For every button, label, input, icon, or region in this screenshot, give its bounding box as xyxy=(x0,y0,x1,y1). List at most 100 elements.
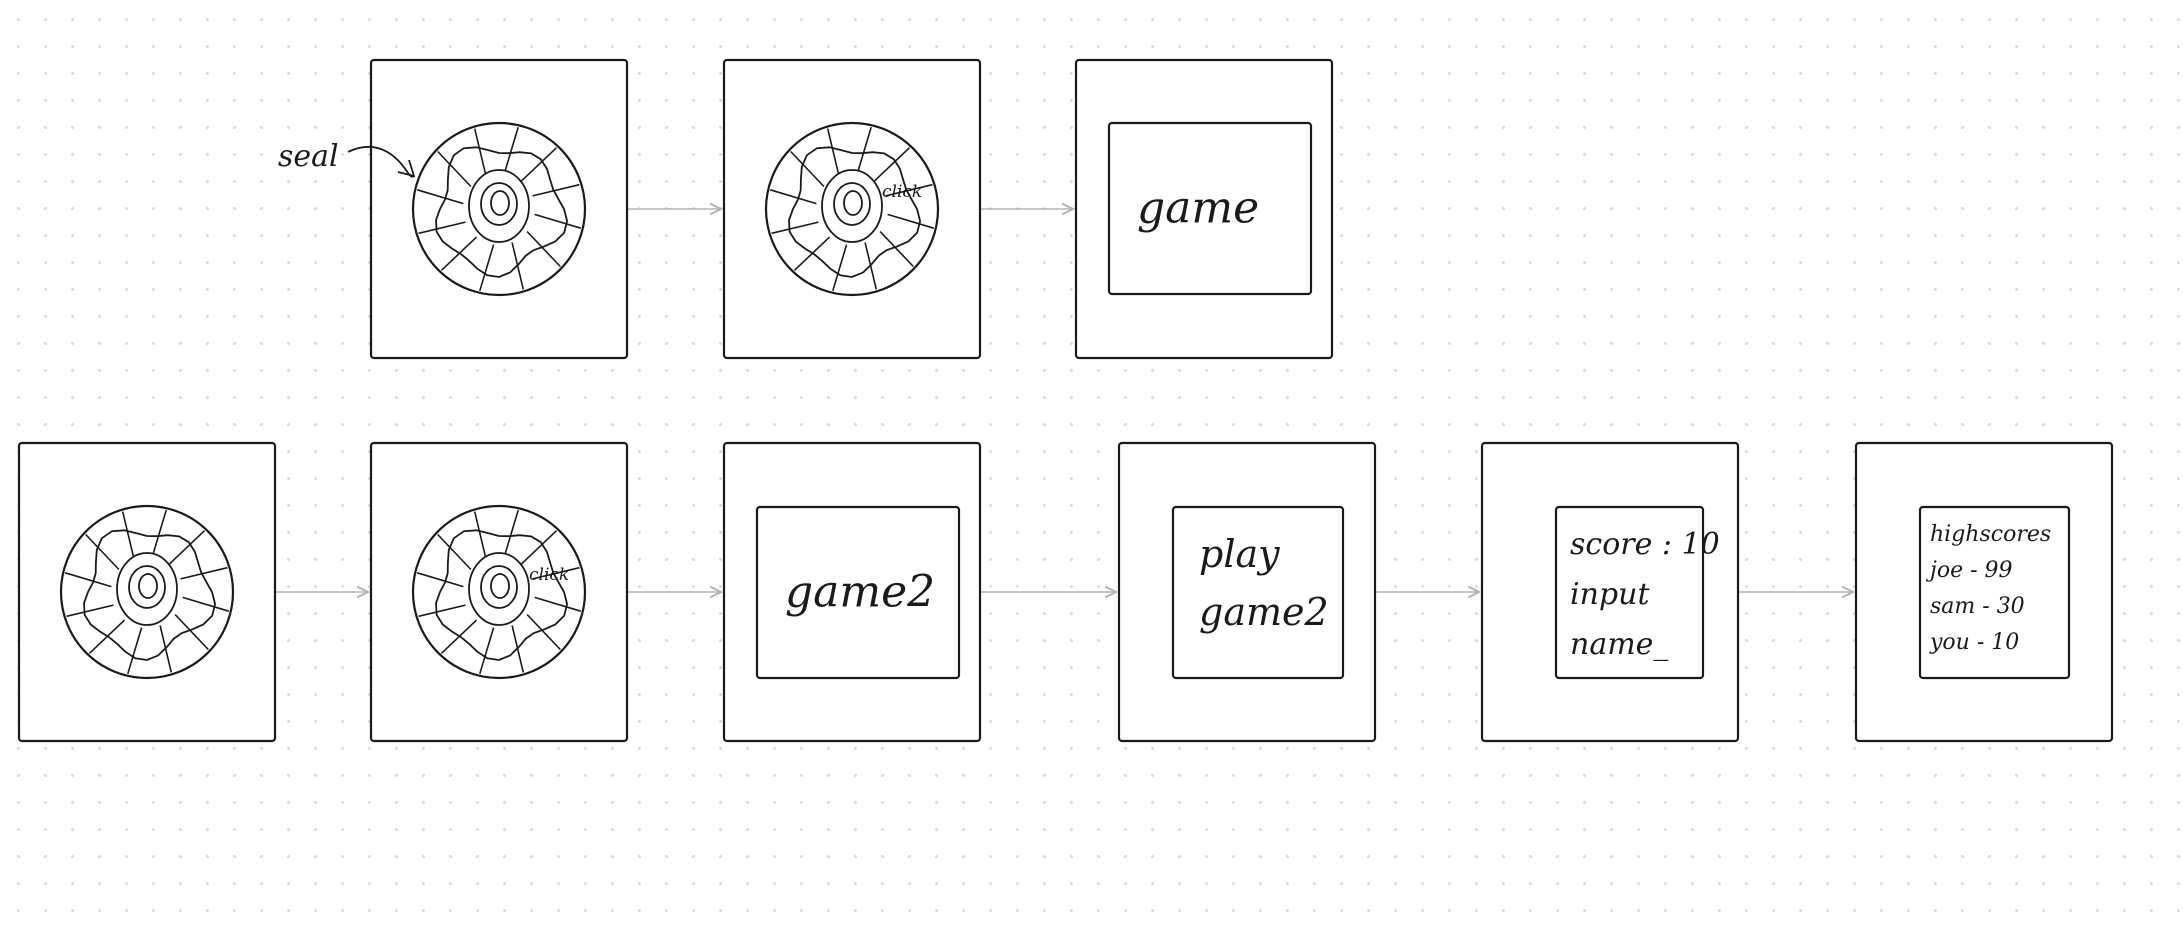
seal-spoke xyxy=(64,572,112,588)
seal-body-middle xyxy=(480,182,518,226)
screen-text-line: game xyxy=(1137,183,1259,234)
seal-body-outline xyxy=(468,552,530,626)
seal-inner-ring xyxy=(788,146,922,278)
seal-spoke xyxy=(769,189,817,205)
seal-body-middle xyxy=(833,182,871,226)
seal-spoke xyxy=(182,596,230,612)
seal-spoke xyxy=(121,511,135,559)
seal-inner-ring xyxy=(435,146,569,278)
seal-spoke xyxy=(532,183,580,197)
seal-spoke xyxy=(479,244,495,292)
seal-spoke xyxy=(864,242,878,290)
seal-spoke xyxy=(88,619,126,654)
seal-spoke xyxy=(856,126,872,174)
seal-spoke xyxy=(826,128,840,176)
seal-spoke xyxy=(526,230,561,268)
screen-text-line: game2 xyxy=(1199,590,1329,634)
flow-2: click game2 play game2 score : 10 input name_ h… xyxy=(17,441,2114,743)
seal-body-core xyxy=(490,573,510,599)
seal-body-outline xyxy=(468,169,530,243)
seal-spoke xyxy=(418,221,466,235)
seal-spoke xyxy=(520,530,558,565)
screen-box xyxy=(1918,505,2071,680)
seal-spoke xyxy=(511,625,525,673)
frame-2-4[interactable]: play game2 xyxy=(1117,441,1377,743)
screen-text-line: game2 xyxy=(785,567,935,618)
seal-spoke xyxy=(473,128,487,176)
seal-body-core xyxy=(490,190,510,216)
screen-text-line: score : 10 xyxy=(1570,527,1720,562)
seal-spoke xyxy=(473,511,487,559)
seal-pointer-curve xyxy=(347,145,415,178)
seal-spoke xyxy=(174,613,209,651)
seal-spoke xyxy=(532,566,580,580)
screen-text-line: joe - 99 xyxy=(1925,558,2013,583)
seal-body-outline xyxy=(821,169,883,243)
seal-label: seal xyxy=(278,139,339,174)
click-annotation: click xyxy=(529,565,569,585)
seal-spoke xyxy=(520,147,558,182)
seal-annotation: seal xyxy=(278,139,416,178)
seal-spoke xyxy=(790,150,825,188)
screen-text-line: play xyxy=(1199,532,1280,576)
screen-box xyxy=(755,505,961,680)
frame-1-2[interactable]: click xyxy=(722,58,982,360)
seal-spoke xyxy=(151,509,167,557)
seal-pointer-head xyxy=(397,159,416,178)
seal-spoke xyxy=(879,230,914,268)
seal-spoke xyxy=(771,221,819,235)
seal-inner-ring xyxy=(435,529,569,661)
flow-1: click game xyxy=(369,58,1334,360)
seal-body-core xyxy=(843,190,863,216)
seal-spoke xyxy=(887,213,935,229)
screen-box xyxy=(1171,505,1345,680)
seal-body-core xyxy=(138,573,158,599)
seal-body-outline xyxy=(116,552,178,626)
seal-outer-circle xyxy=(411,121,587,297)
screen-text-line: name_ xyxy=(1570,627,1668,662)
seal-body-middle xyxy=(128,565,166,609)
screen-text-line: highscores xyxy=(1930,522,2051,547)
screen-text-line: input xyxy=(1570,577,1650,612)
frame-2-3[interactable]: game2 xyxy=(722,441,982,743)
frame-1-3[interactable]: game xyxy=(1074,58,1334,360)
seal-spoke xyxy=(503,509,519,557)
screen-box xyxy=(1554,505,1705,680)
screen-text-line: sam - 30 xyxy=(1930,594,2025,619)
seal-spoke xyxy=(416,189,464,205)
seal-spoke xyxy=(534,596,582,612)
frame-2-5[interactable]: score : 10 input name_ xyxy=(1480,441,1740,743)
seal-spoke xyxy=(437,150,472,188)
frame-1-1[interactable] xyxy=(369,58,629,360)
seal-spoke xyxy=(885,183,933,197)
seal-body-middle xyxy=(480,565,518,609)
seal-spoke xyxy=(127,627,143,675)
click-annotation: click xyxy=(882,182,922,202)
seal-spoke xyxy=(511,242,525,290)
seal-outer-circle xyxy=(59,504,235,680)
seal-spoke xyxy=(479,627,495,675)
seal-spoke xyxy=(168,530,206,565)
seal-spoke xyxy=(437,533,472,571)
seal-spoke xyxy=(832,244,848,292)
screen-text-line: you - 10 xyxy=(1929,630,2019,655)
seal-spoke xyxy=(873,147,911,182)
frame-2-2[interactable]: click xyxy=(369,441,629,743)
seal-spoke xyxy=(85,533,120,571)
seal-inner-ring xyxy=(83,529,217,661)
seal-outer-circle xyxy=(764,121,940,297)
seal-spoke xyxy=(534,213,582,229)
seal-spoke xyxy=(440,236,478,271)
seal-spoke xyxy=(418,604,466,618)
seal-spoke xyxy=(416,572,464,588)
seal-spoke xyxy=(66,604,114,618)
seal-spoke xyxy=(793,236,831,271)
frame-2-6[interactable]: highscores joe - 99 sam - 30 you - 10 xyxy=(1854,441,2114,743)
seal-spoke xyxy=(503,126,519,174)
seal-spoke xyxy=(440,619,478,654)
frame-2-1[interactable] xyxy=(17,441,277,743)
seal-spoke xyxy=(180,566,228,580)
screen-box xyxy=(1107,121,1313,296)
